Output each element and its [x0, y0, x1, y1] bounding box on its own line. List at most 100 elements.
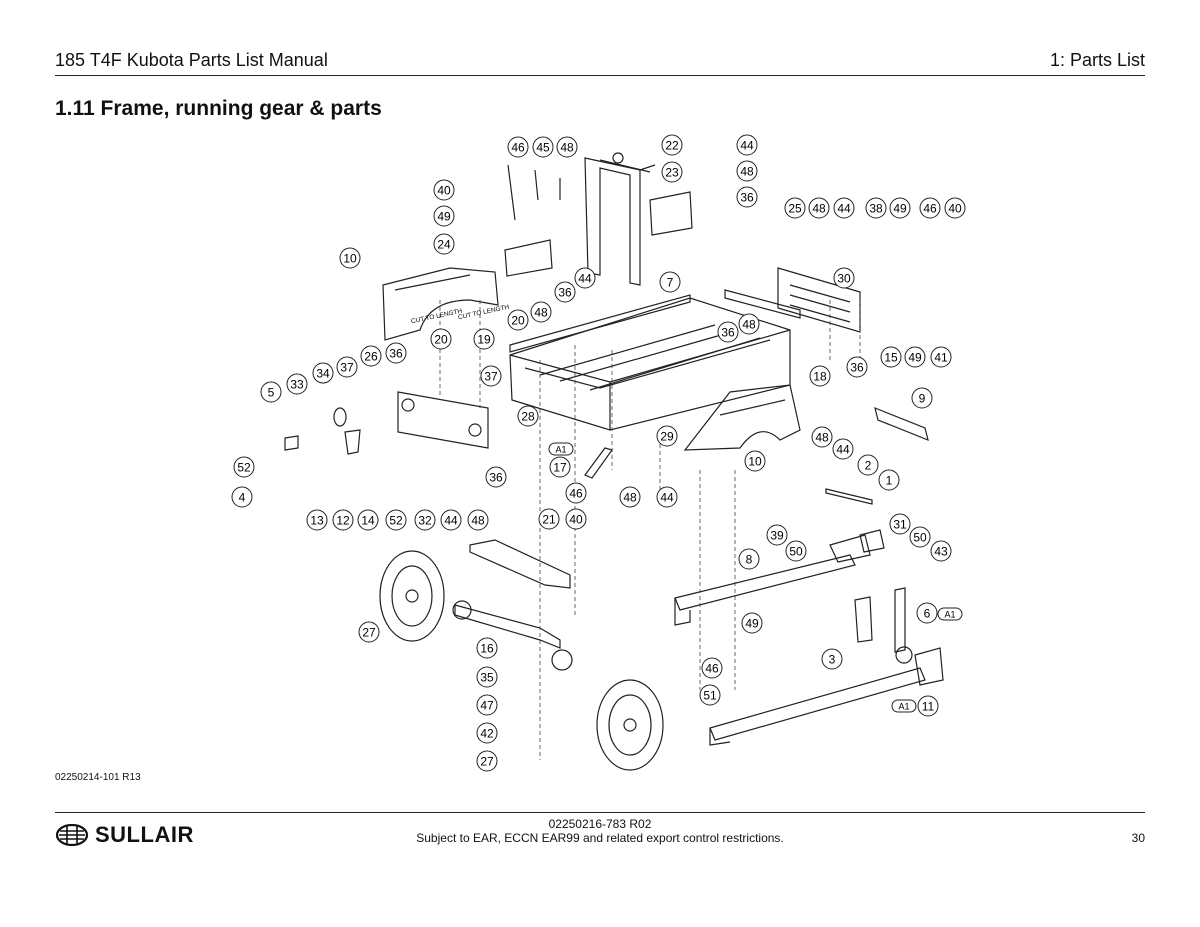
callout-29: 29: [656, 425, 678, 447]
callout-label: 44: [660, 491, 674, 505]
sullair-logo: SULLAIR: [55, 822, 194, 848]
callout-27: 27: [476, 750, 498, 772]
callout-13: 13: [306, 509, 328, 531]
callout-label: 48: [815, 431, 829, 445]
callout-48: 48: [619, 486, 641, 508]
callout-label: 16: [480, 642, 494, 656]
callout-label: 46: [511, 141, 525, 155]
callout-label: 19: [477, 333, 491, 347]
callout-33: 33: [286, 373, 308, 395]
callout-45: 45: [532, 136, 554, 158]
callout-label: 9: [919, 392, 926, 406]
footer-center: 02250216-783 R02 Subject to EAR, ECCN EA…: [0, 817, 1200, 845]
callout-30: 30: [833, 267, 855, 289]
callout-44: 44: [736, 134, 758, 156]
callout-32: 32: [414, 509, 436, 531]
callout-label: 17: [553, 461, 567, 475]
callout-48: 48: [467, 509, 489, 531]
callout-label: 47: [480, 699, 494, 713]
callout-7: 7: [659, 271, 681, 293]
footer-divider: [55, 812, 1145, 813]
callout-label: 35: [480, 671, 494, 685]
callout-36: 36: [554, 281, 576, 303]
page-number: 30: [1131, 831, 1145, 845]
callout-28: 28: [517, 405, 539, 427]
callout-label: 42: [480, 727, 494, 741]
callout-50: 50: [785, 540, 807, 562]
callout-1: 1: [878, 469, 900, 491]
callout-label: 5: [268, 386, 275, 400]
section-title: 1.11 Frame, running gear & parts: [55, 97, 382, 120]
callout-36: 36: [485, 466, 507, 488]
callout-16: 16: [476, 637, 498, 659]
sullair-logo-icon: [55, 823, 89, 847]
callout-24: 24: [433, 233, 455, 255]
drawing-linework: [284, 152, 944, 771]
callout-label: 24: [437, 238, 451, 252]
callout-46: 46: [701, 657, 723, 679]
callout-48: 48: [808, 197, 830, 219]
callout-label: 8: [746, 553, 753, 567]
callout-18: 18: [809, 365, 831, 387]
callout-8: 8: [738, 548, 760, 570]
reference-tag-label: A1: [898, 702, 909, 712]
callout-label: 36: [850, 361, 864, 375]
callout-40: 40: [565, 508, 587, 530]
callout-label: 45: [536, 141, 550, 155]
callout-36: 36: [717, 321, 739, 343]
callout-label: 52: [389, 514, 403, 528]
reference-tag: A1: [937, 607, 963, 621]
callout-label: 36: [389, 347, 403, 361]
callout-label: 44: [444, 514, 458, 528]
callout-label: 26: [364, 350, 378, 364]
callout-label: 44: [740, 139, 754, 153]
callout-49: 49: [889, 197, 911, 219]
callout-label: 33: [290, 378, 304, 392]
callout-48: 48: [556, 136, 578, 158]
callout-label: 49: [437, 210, 451, 224]
callout-49: 49: [433, 205, 455, 227]
callout-14: 14: [357, 509, 379, 531]
callout-label: 38: [869, 202, 883, 216]
callout-label: 25: [788, 202, 802, 216]
callout-label: 18: [813, 370, 827, 384]
callout-10: 10: [744, 450, 766, 472]
callout-11: 11: [917, 695, 939, 717]
reference-tag-label: A1: [555, 445, 566, 455]
callout-49: 49: [741, 612, 763, 634]
callout-label: 21: [542, 513, 556, 527]
callout-label: 48: [534, 306, 548, 320]
callout-label: 1: [886, 474, 893, 488]
callout-label: 40: [569, 513, 583, 527]
callout-17: 17: [549, 456, 571, 478]
reference-tag: A1: [548, 442, 574, 456]
callout-48: 48: [736, 160, 758, 182]
callout-15: 15: [880, 346, 902, 368]
export-notice: Subject to EAR, ECCN EAR99 and related e…: [416, 831, 784, 845]
callout-label: 37: [484, 370, 498, 384]
callout-label: 44: [837, 202, 851, 216]
callout-label: 28: [521, 410, 535, 424]
callout-44: 44: [574, 267, 596, 289]
callout-31: 31: [889, 513, 911, 535]
callout-label: 31: [893, 518, 907, 532]
callout-20: 20: [430, 328, 452, 350]
callout-36: 36: [736, 186, 758, 208]
callout-46: 46: [507, 136, 529, 158]
callout-38: 38: [865, 197, 887, 219]
callout-23: 23: [661, 161, 683, 183]
header-divider: [55, 75, 1145, 76]
callout-34: 34: [312, 362, 334, 384]
callout-label: 40: [437, 184, 451, 198]
callout-label: 14: [361, 514, 375, 528]
callout-6: 6: [916, 602, 938, 624]
callout-label: 36: [558, 286, 572, 300]
callout-label: 48: [623, 491, 637, 505]
callout-2: 2: [857, 454, 879, 476]
callout-20: 20: [507, 309, 529, 331]
callout-label: 11: [922, 700, 935, 714]
callout-22: 22: [661, 134, 683, 156]
reference-tag-label: A1: [944, 610, 955, 620]
callout-label: 40: [948, 202, 962, 216]
